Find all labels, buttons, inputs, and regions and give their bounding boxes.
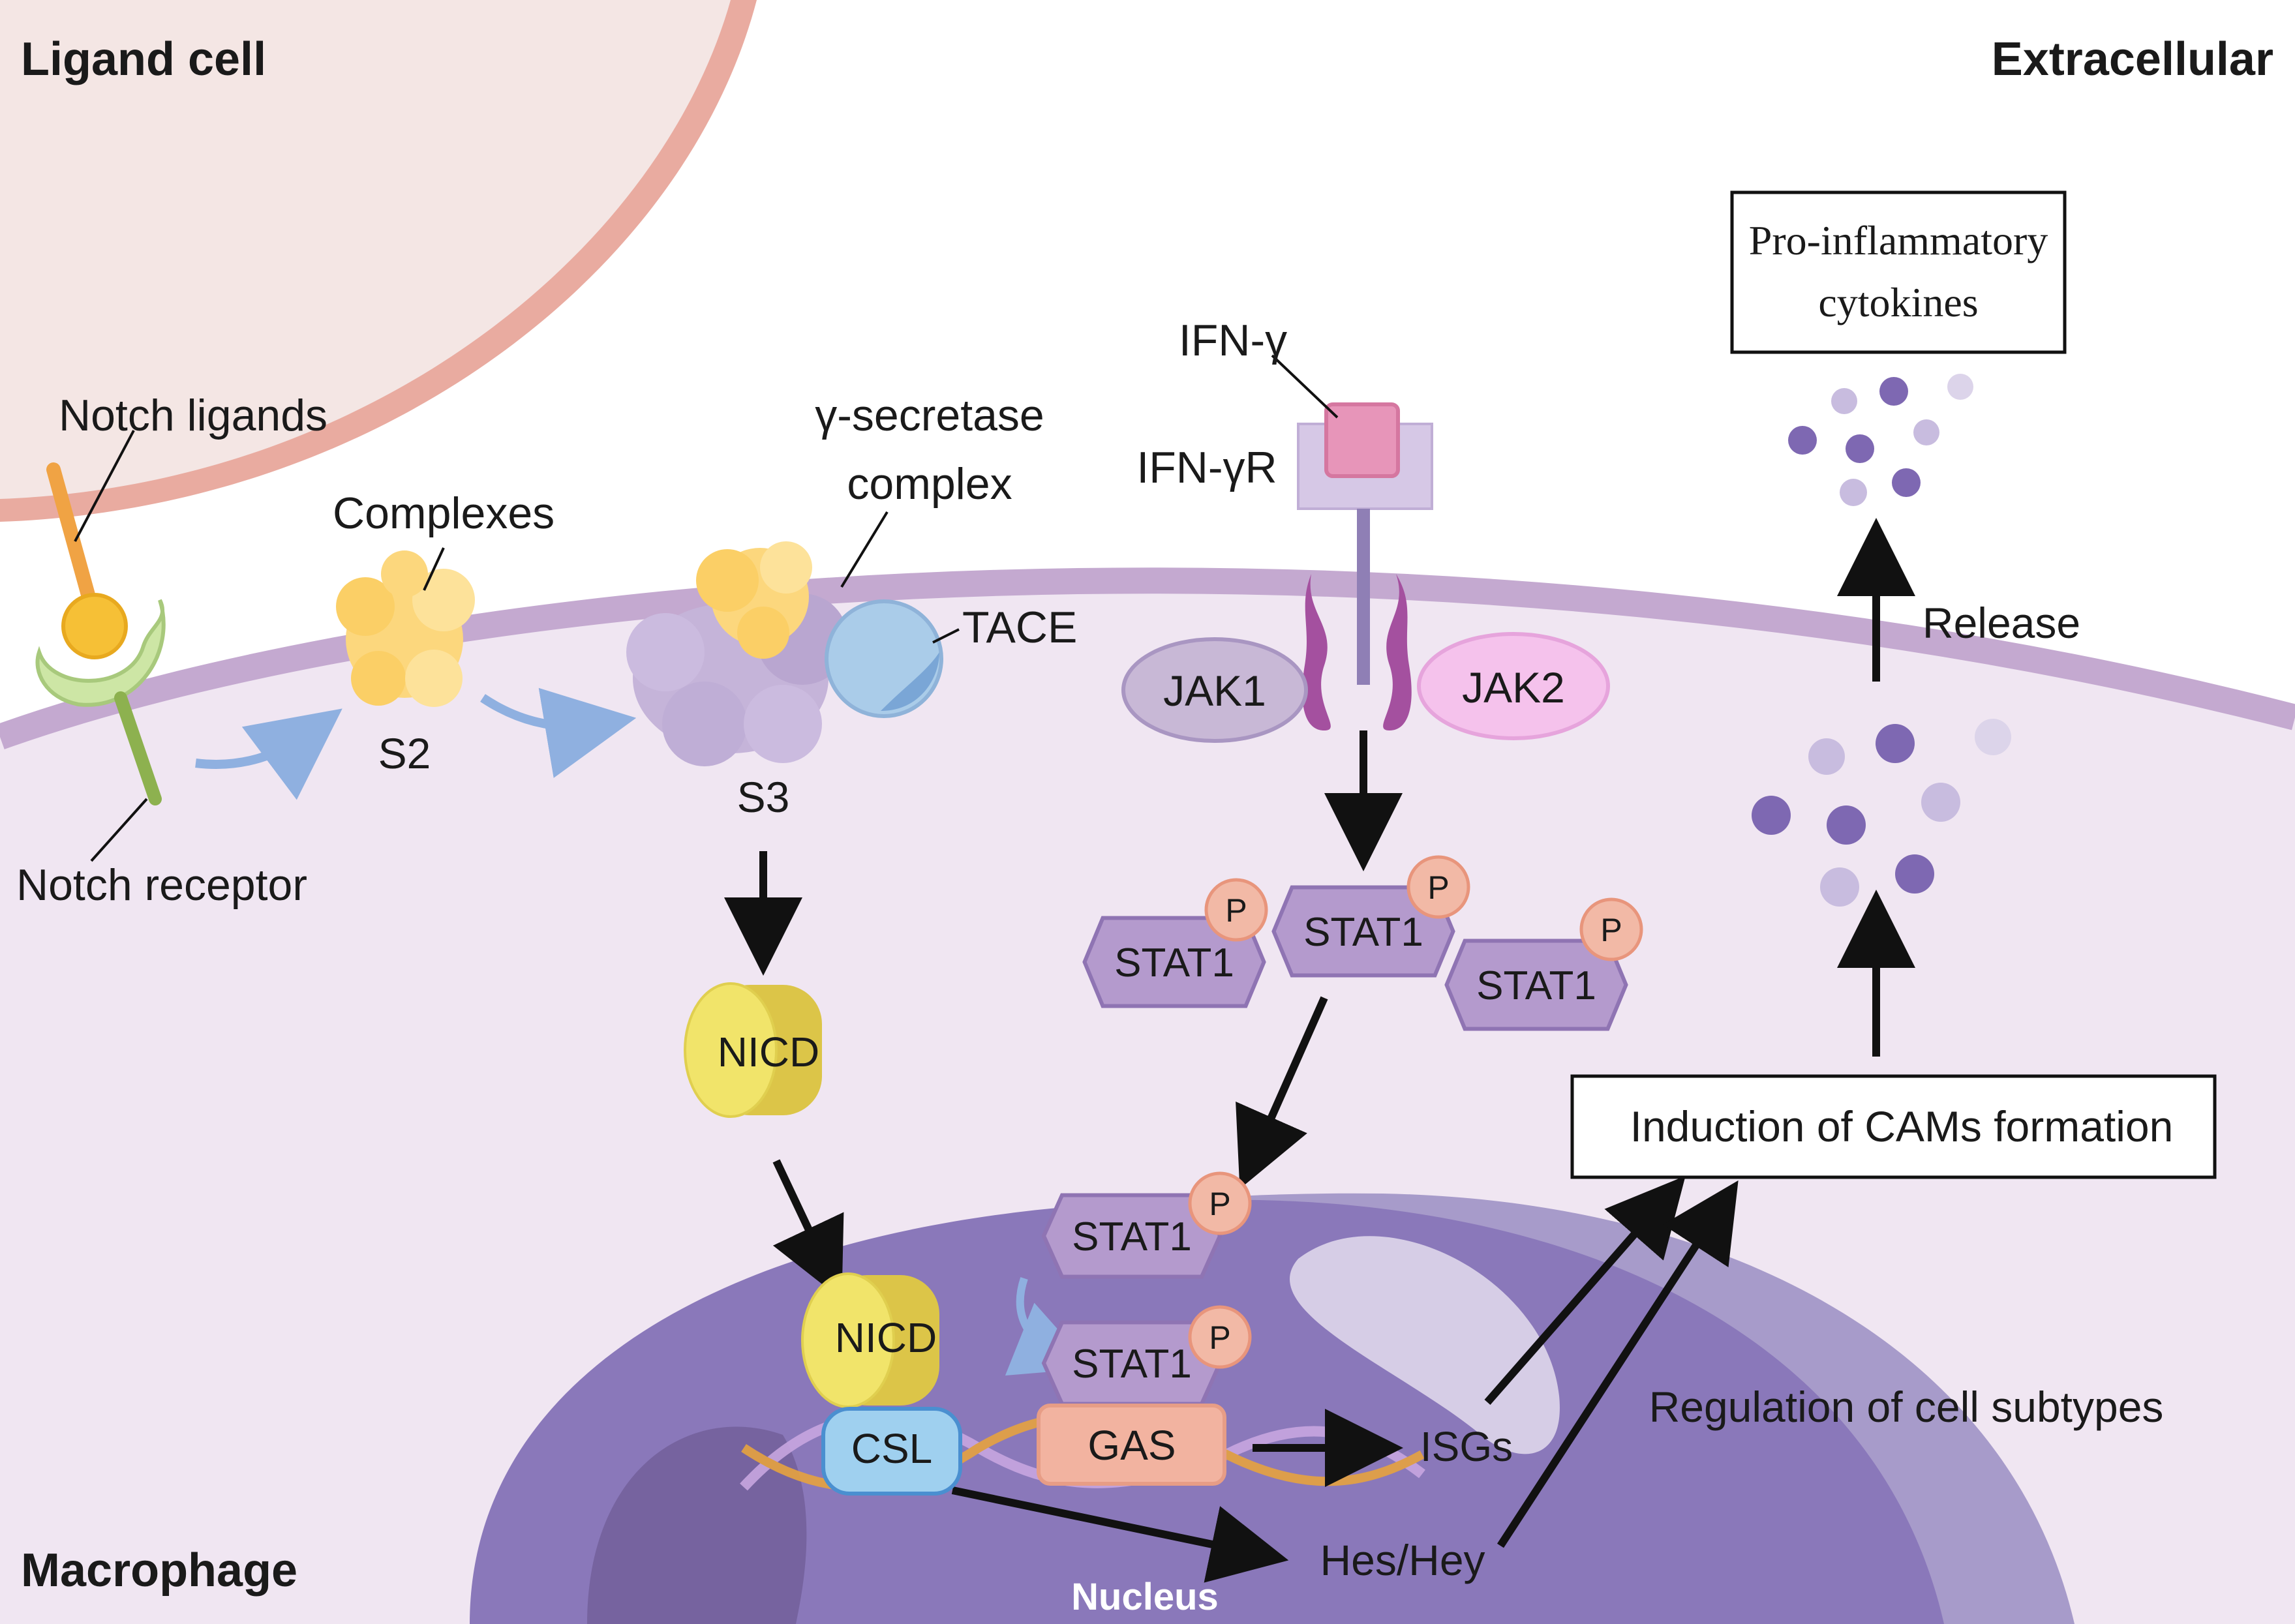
arrow-csl-to-hes	[951, 1486, 1289, 1583]
stat1-molecule-c-phospho	[1579, 897, 1643, 961]
cell-membrane	[0, 567, 2295, 749]
ifn-gamma-ligand	[1324, 402, 1400, 478]
macrophage-label: Macrophage	[21, 1544, 297, 1597]
ligand-cell-label: Ligand cell	[21, 33, 266, 85]
cytokines-intracellular	[1752, 719, 2011, 907]
stat1-molecule-e-phospho	[1188, 1305, 1252, 1369]
cytokines-label-1: Pro-inflammatory	[1749, 217, 2048, 263]
stat1-molecule-a-phospho-label: P	[1225, 892, 1247, 929]
stat1-molecule-d-phospho	[1188, 1171, 1252, 1235]
tace-label: TACE	[962, 603, 1077, 652]
s2-complex	[336, 550, 475, 707]
arrow-receptor-to-s2	[195, 708, 342, 800]
arrow-nicd-to-nucleus	[772, 1159, 844, 1300]
csl-factor	[821, 1407, 962, 1496]
gamma-secretase-complex	[626, 541, 848, 766]
notch-ligand-head	[61, 593, 128, 659]
stat1-molecule-b-phospho	[1406, 855, 1470, 919]
gamma-secretase-label-2: complex	[847, 459, 1012, 509]
nucleus-label: Nucleus	[1071, 1576, 1219, 1618]
isgs-label: ISGs	[1420, 1423, 1513, 1470]
jak1-kinase	[1121, 637, 1308, 743]
nicd-cytoplasm	[684, 982, 822, 1118]
notch-receptor-cup	[35, 599, 166, 707]
ligand-cell	[0, 0, 731, 499]
stat1-molecule-b-label: STAT1	[1303, 910, 1423, 955]
notch-receptor-stalk	[114, 691, 162, 805]
gas-element	[1037, 1404, 1226, 1486]
stat1-molecule-e-label: STAT1	[1072, 1342, 1192, 1387]
cytokines-box	[1730, 190, 2067, 354]
jak2-kinase	[1417, 632, 1610, 740]
nicd-nucleus	[801, 1272, 939, 1408]
release-label: Release	[1923, 599, 2080, 647]
stat1-molecule-b-phospho-label: P	[1427, 869, 1449, 906]
hes-hey-label: Hes/Hey	[1320, 1536, 1485, 1584]
arrow-s2-to-s3	[480, 687, 637, 778]
nicd-nucleus-label: NICD	[835, 1314, 937, 1361]
jak1-label: JAK1	[1163, 667, 1266, 715]
stat1-molecule-d-phospho-label: P	[1209, 1186, 1230, 1222]
stat1-molecule-c-label: STAT1	[1476, 963, 1596, 1008]
notch-receptor-label: Notch receptor	[16, 860, 307, 910]
receptor-kinase-domains	[1302, 574, 1412, 730]
regulation-label: Regulation of cell subtypes	[1649, 1383, 2164, 1431]
cytokines-extracellular	[1788, 374, 1973, 506]
tace-protease	[825, 599, 943, 718]
leader-lines	[74, 354, 1339, 862]
ifn-gamma-r-label: IFN-γR	[1136, 443, 1277, 492]
stat1-molecule-d-label: STAT1	[1072, 1214, 1192, 1259]
induction-box	[1570, 1074, 2217, 1179]
stat1-molecule-e-phospho-label: P	[1209, 1319, 1230, 1356]
arrow-isgs-to-cams	[1484, 1175, 1686, 1405]
gas-label: GAS	[1087, 1422, 1176, 1469]
arrow-hes-to-cams	[1497, 1180, 1739, 1548]
extracellular-label: Extracellular	[1992, 33, 2273, 85]
arrow-stat1-to-nucleus	[1236, 996, 1328, 1189]
complexes-label: Complexes	[333, 489, 555, 538]
cytokines-label-2: cytokines	[1818, 279, 1978, 325]
s2-label: S2	[378, 729, 431, 777]
gamma-secretase-label-1: γ-secretase	[815, 391, 1044, 440]
stat1-molecule-a-label: STAT1	[1114, 940, 1234, 985]
nicd-cytoplasm-label: NICD	[718, 1029, 819, 1075]
stat1-molecule-c-phospho-label: P	[1600, 912, 1622, 948]
induction-label: Induction of CAMs formation	[1630, 1102, 2174, 1150]
notch-ligand-stick	[46, 462, 99, 614]
s3-label: S3	[737, 773, 790, 821]
stat1-molecule-a-phospho	[1204, 878, 1268, 942]
ifn-gamma-label: IFN-γ	[1179, 316, 1287, 365]
csl-label: CSL	[851, 1425, 933, 1472]
notch-ligands-label: Notch ligands	[59, 391, 327, 440]
tace-shadow	[881, 652, 939, 711]
jak2-label: JAK2	[1462, 663, 1565, 712]
